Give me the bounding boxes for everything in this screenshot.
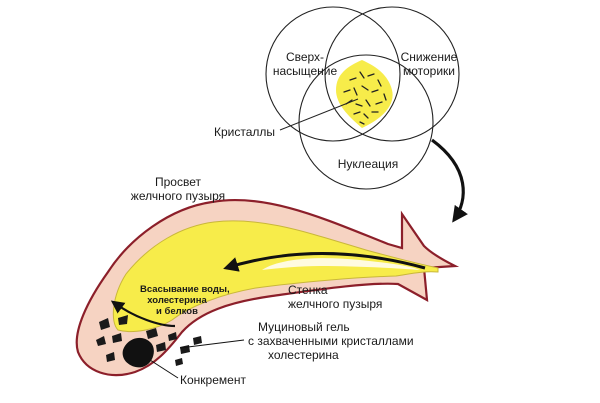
bile-core — [262, 258, 420, 270]
gallbladder — [75, 198, 460, 379]
label-absorption: Всасывание воды, холестерина и белков — [140, 284, 230, 317]
label-mucin-gel: Муциновый гель с захваченными кристаллам… — [248, 320, 414, 362]
mucin-leader — [179, 339, 245, 349]
label-supersaturation: Сверх- насыщение — [272, 50, 338, 78]
label-motility: Снижение моторики — [400, 50, 458, 78]
crystal-marks — [343, 71, 387, 125]
crystals-leader — [279, 98, 359, 131]
stone-shape — [122, 337, 154, 368]
venn-diagram — [265, 6, 460, 190]
venn-circle-motility — [324, 6, 460, 142]
absorption-arrow — [110, 300, 176, 328]
bile-flow-arrow — [223, 252, 426, 272]
label-wall: Стенка желчного пузыря — [288, 283, 383, 311]
label-crystals: Кристаллы — [214, 125, 276, 139]
venn-to-gallbladder-arrow — [431, 138, 468, 223]
stone-leader — [149, 359, 179, 379]
label-stone: Конкремент — [180, 373, 246, 387]
venn-intersection — [336, 60, 393, 128]
label-nucleation: Нуклеация — [337, 157, 399, 171]
bile-lumen — [112, 220, 439, 333]
label-lumen: Просвет желчного пузыря — [130, 175, 226, 203]
venn-circle-supersaturation — [265, 6, 401, 142]
